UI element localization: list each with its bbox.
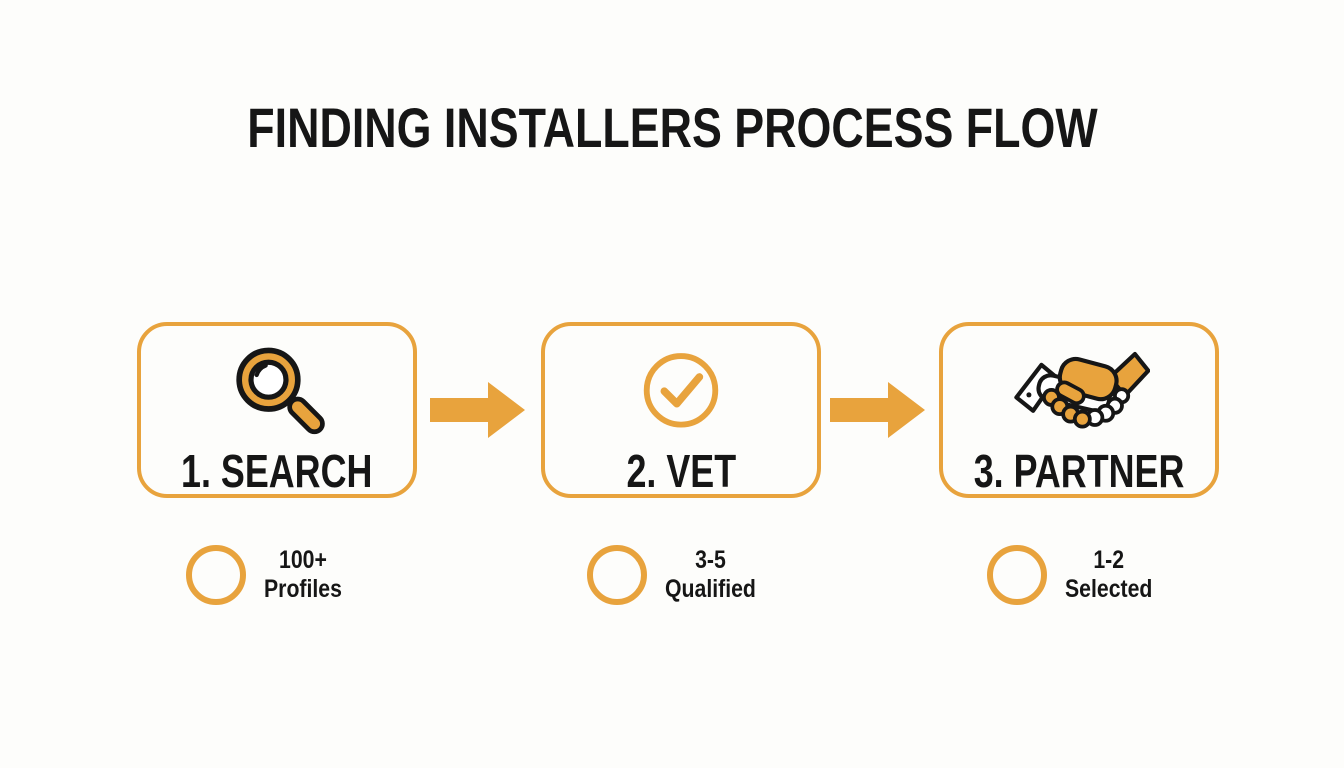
step-box-search: 1. SEARCH (137, 322, 417, 498)
circle-marker-icon (987, 545, 1047, 605)
stat-label: Selected (1065, 575, 1153, 603)
arrow-right-icon (430, 382, 525, 438)
stat-text: 3-5 Qualified (665, 546, 756, 604)
check-circle-icon (635, 338, 727, 446)
stat-search-profiles: 100+ Profiles (186, 545, 356, 605)
circle-marker-icon (186, 545, 246, 605)
step-label-partner: 3. PARTNER (973, 445, 1185, 497)
page-title-text: FINDING INSTALLERS PROCESS FLOW (246, 96, 1098, 159)
handshake-icon (1008, 338, 1150, 446)
stat-value: 3-5 (695, 546, 726, 574)
stat-text: 100+ Profiles (264, 546, 342, 604)
step-label-search: 1. SEARCH (181, 445, 373, 497)
circle-marker-icon (587, 545, 647, 605)
arrow-right-icon (830, 382, 925, 438)
stat-label: Qualified (665, 575, 756, 603)
stat-value: 1-2 (1093, 546, 1125, 574)
stat-vet-qualified: 3-5 Qualified (587, 545, 772, 605)
stat-value: 100+ (279, 546, 327, 574)
step-label-vet: 2. VET (626, 445, 736, 497)
step-box-partner: 3. PARTNER (939, 322, 1219, 498)
step-box-vet: 2. VET (541, 322, 821, 498)
stat-partner-selected: 1-2 Selected (987, 545, 1168, 605)
stat-text: 1-2 Selected (1065, 546, 1152, 604)
page-title: FINDING INSTALLERS PROCESS FLOW (0, 100, 1344, 156)
stat-label: Profiles (264, 575, 342, 603)
magnifier-icon (225, 338, 329, 446)
